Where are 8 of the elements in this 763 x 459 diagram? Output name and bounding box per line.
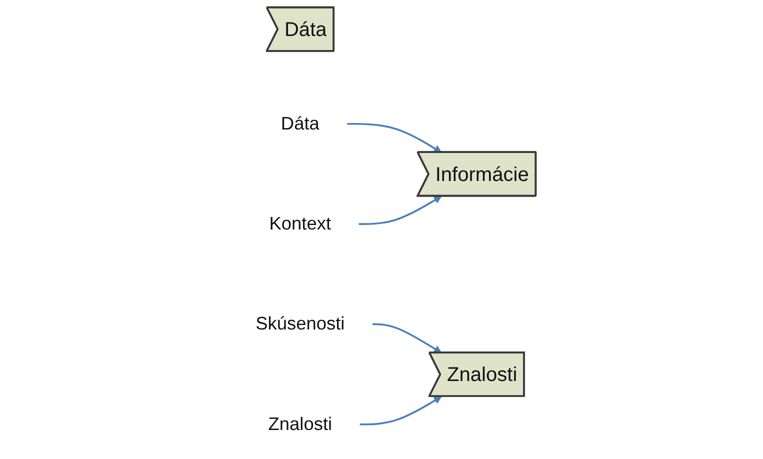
node-text: Skúsenosti	[255, 314, 344, 334]
arrow	[358, 196, 442, 225]
node-text: Dáta	[280, 114, 319, 134]
arrow	[358, 396, 442, 426]
arrow	[372, 323, 442, 354]
node-text: Kontext	[268, 214, 331, 234]
node-text: Znalosti	[268, 414, 332, 434]
arrow	[346, 122, 442, 153]
